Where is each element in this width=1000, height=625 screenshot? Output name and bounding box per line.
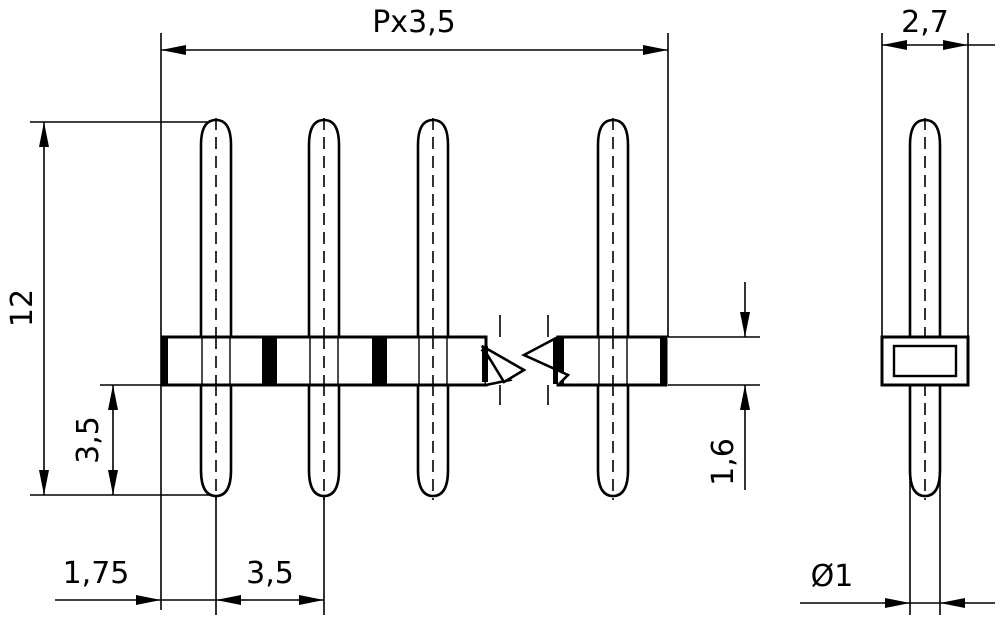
dimension-pin-diameter (800, 470, 995, 615)
label-lower-length: 3,5 (71, 416, 106, 464)
dimension-lower-length (100, 384, 205, 495)
pin-last (596, 118, 630, 500)
pin-overlays (201, 337, 628, 385)
label-edge-offset: 1,75 (63, 556, 130, 591)
front-view (160, 118, 668, 500)
dimension-height (30, 121, 210, 496)
dimension-body-height (668, 282, 760, 490)
label-pitch: 3,5 (246, 556, 294, 591)
break-symbol (480, 315, 571, 405)
label-pitch-total: Px3,5 (372, 5, 456, 40)
dimension-bottom (55, 495, 325, 615)
pin-2 (307, 118, 341, 500)
dimension-pitch-total (160, 33, 669, 610)
pin-3 (416, 118, 450, 500)
label-height: 12 (5, 289, 40, 327)
label-side-width: 2,7 (901, 5, 949, 40)
label-pin-diameter: Ø1 (811, 559, 854, 594)
dimension-side-width (881, 33, 995, 337)
side-view (880, 118, 970, 500)
label-body-height: 1,6 (706, 438, 741, 486)
pin-1 (199, 118, 233, 500)
